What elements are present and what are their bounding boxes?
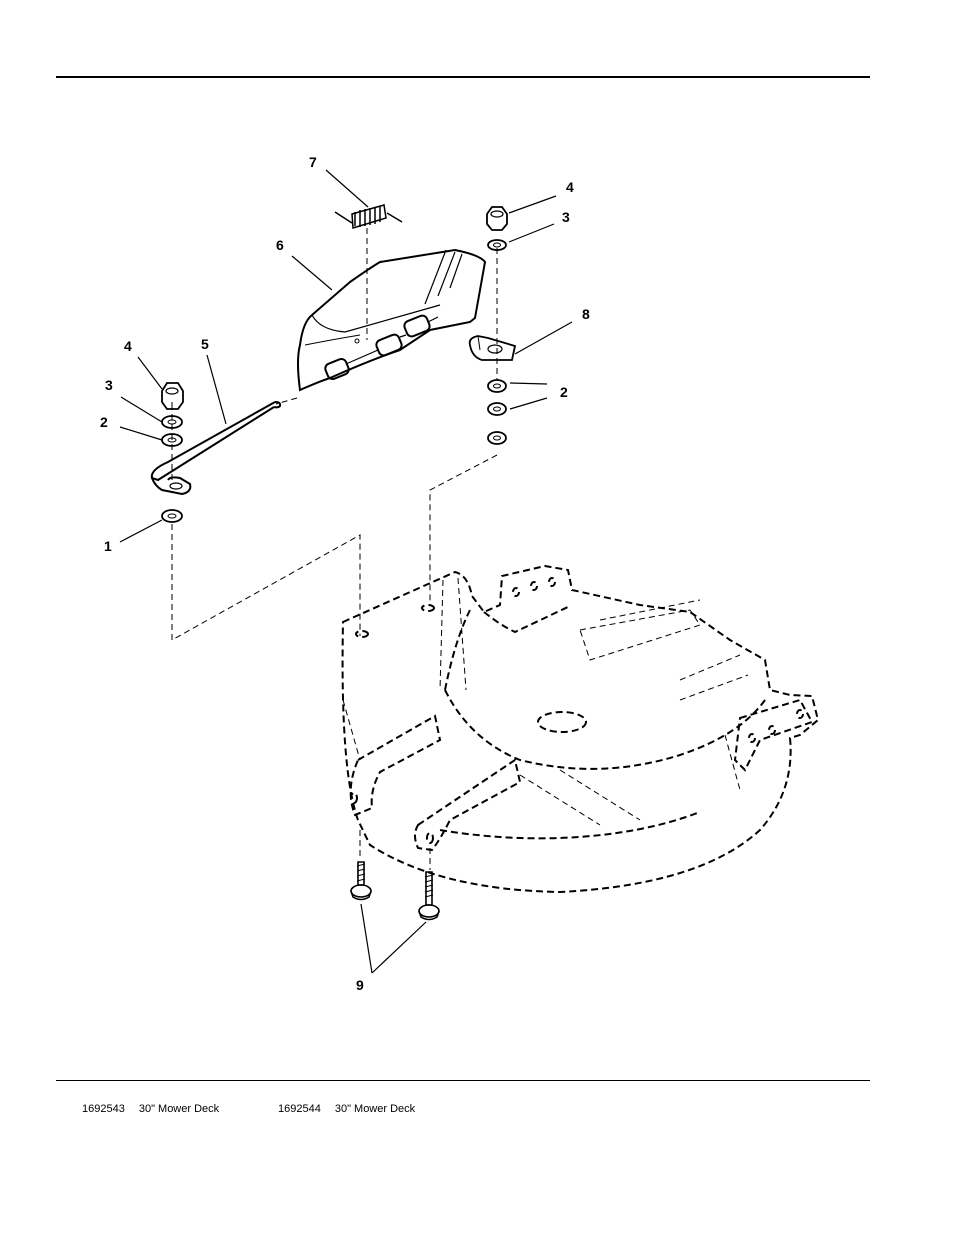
- callout-2-right: 2: [560, 384, 568, 400]
- right-hex-nut: [486, 206, 508, 231]
- mower-deck-housing: [341, 564, 820, 894]
- right-flat-washer-2: [487, 402, 507, 416]
- mower-deck-inner-details: [342, 577, 749, 826]
- footer-rule: [56, 1080, 870, 1081]
- right-lock-washer: [487, 239, 507, 251]
- callout-1: 1: [104, 538, 112, 554]
- footer-model-right: 1692544 30" Mower Deck: [278, 1103, 415, 1115]
- callout-7: 7: [309, 154, 317, 170]
- right-flat-washer-3: [487, 431, 507, 445]
- callout-3-left: 3: [105, 377, 113, 393]
- footer-part-number-left: 1692543: [82, 1103, 125, 1115]
- callout-2-left: 2: [100, 414, 108, 430]
- callout-6: 6: [276, 237, 284, 253]
- callout-9: 9: [356, 977, 364, 993]
- callout-4-left: 4: [124, 338, 132, 354]
- screw-right: [418, 871, 440, 921]
- hinge-bracket: [468, 335, 517, 361]
- callout-5: 5: [201, 336, 209, 352]
- leader-lines: [119, 169, 573, 974]
- left-hex-nut: [161, 382, 184, 410]
- spring: [334, 204, 403, 229]
- callout-8: 8: [582, 306, 590, 322]
- footer-model-left: 1692543 30" Mower Deck: [82, 1103, 219, 1115]
- footer-description-left: 30" Mower Deck: [138, 1103, 220, 1115]
- callout-3-right: 3: [562, 209, 570, 225]
- alignment-lines: [171, 228, 498, 870]
- discharge-chute: [297, 248, 487, 392]
- left-flat-washer-lower: [161, 509, 183, 523]
- header-rule: [56, 76, 870, 78]
- footer-part-number-right: 1692544: [278, 1103, 321, 1115]
- callout-4-right: 4: [566, 179, 574, 195]
- hinge-rod: [150, 401, 282, 496]
- footer-description-right: 30" Mower Deck: [334, 1103, 416, 1115]
- right-flat-washer-1: [487, 379, 507, 393]
- screw-left: [350, 861, 372, 901]
